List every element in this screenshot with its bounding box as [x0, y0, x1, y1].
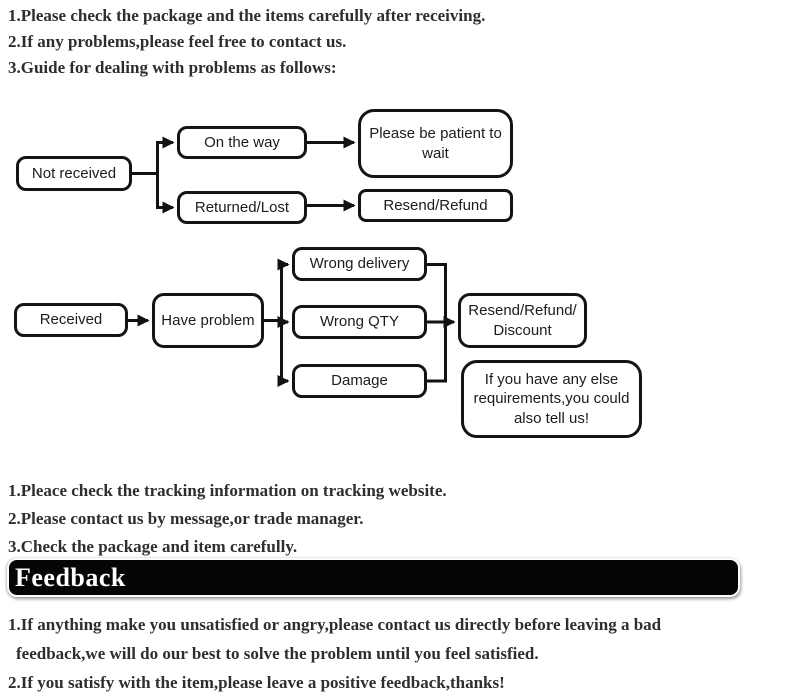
flow-node-label: Not received — [31, 164, 117, 182]
flow-node-damage: Damage — [292, 364, 427, 398]
flow-node-label: Please be patient to wait — [369, 125, 502, 162]
intro-line-2: 2.If any problems,please feel free to co… — [8, 32, 347, 51]
flow-node-label: Resend/Refund — [383, 196, 488, 214]
flow-node-wrong-qty: Wrong QTY — [292, 305, 427, 339]
flow-node-received: Received — [14, 303, 128, 337]
guide-steps-paragraph: 1.Pleace check the tracking information … — [8, 477, 447, 561]
guide-step-2: 2.Please contact us by message,or trade … — [8, 509, 364, 528]
flow-node-be-patient: Please be patient to wait — [358, 109, 513, 178]
intro-line-3: 3.Guide for dealing with problems as fol… — [8, 58, 337, 77]
flow-node-other-requirements-note: If you have any else requirements,you co… — [461, 360, 642, 438]
flowchart-top-arrows — [132, 136, 356, 214]
flow-node-label: On the way — [204, 133, 280, 151]
flow-node-label: Received — [39, 311, 103, 329]
flow-node-label: If you have any else requirements,you co… — [473, 370, 630, 427]
flowchart-bottom-arrows — [128, 258, 456, 387]
feedback-paragraph: 1.If anything make you unsatisfied or an… — [8, 610, 661, 697]
flow-node-on-the-way: On the way — [177, 126, 307, 159]
guide-step-3: 3.Check the package and item carefully. — [8, 537, 298, 556]
flow-node-label: Resend/Refund/ Discount — [468, 302, 577, 339]
flow-node-label: Wrong QTY — [320, 313, 399, 331]
flow-node-label: Have problem — [161, 311, 255, 329]
flow-node-returned-lost: Returned/Lost — [177, 191, 307, 224]
flow-node-label: Returned/Lost — [194, 198, 290, 216]
feedback-line-1-continued: feedback,we will do our best to solve th… — [16, 644, 539, 663]
flow-node-not-received: Not received — [16, 156, 132, 191]
intro-paragraph: 1.Please check the package and the items… — [8, 3, 485, 81]
flow-node-wrong-delivery: Wrong delivery — [292, 247, 427, 281]
flow-node-label: Damage — [331, 372, 388, 390]
flow-node-resend-refund-discount: Resend/Refund/ Discount — [458, 293, 587, 348]
flow-node-have-problem: Have problem — [152, 293, 264, 348]
feedback-section-title: Feedback — [15, 562, 126, 592]
feedback-line-2: 2.If you satisfy with the item,please le… — [8, 673, 505, 692]
feedback-section-header: Feedback — [7, 558, 740, 597]
feedback-line-1: 1.If anything make you unsatisfied or an… — [8, 615, 662, 634]
intro-line-1: 1.Please check the package and the items… — [8, 6, 486, 25]
flow-node-label: Wrong delivery — [309, 255, 410, 273]
guide-step-1: 1.Pleace check the tracking information … — [8, 481, 447, 500]
flow-node-resend-refund: Resend/Refund — [358, 189, 513, 222]
